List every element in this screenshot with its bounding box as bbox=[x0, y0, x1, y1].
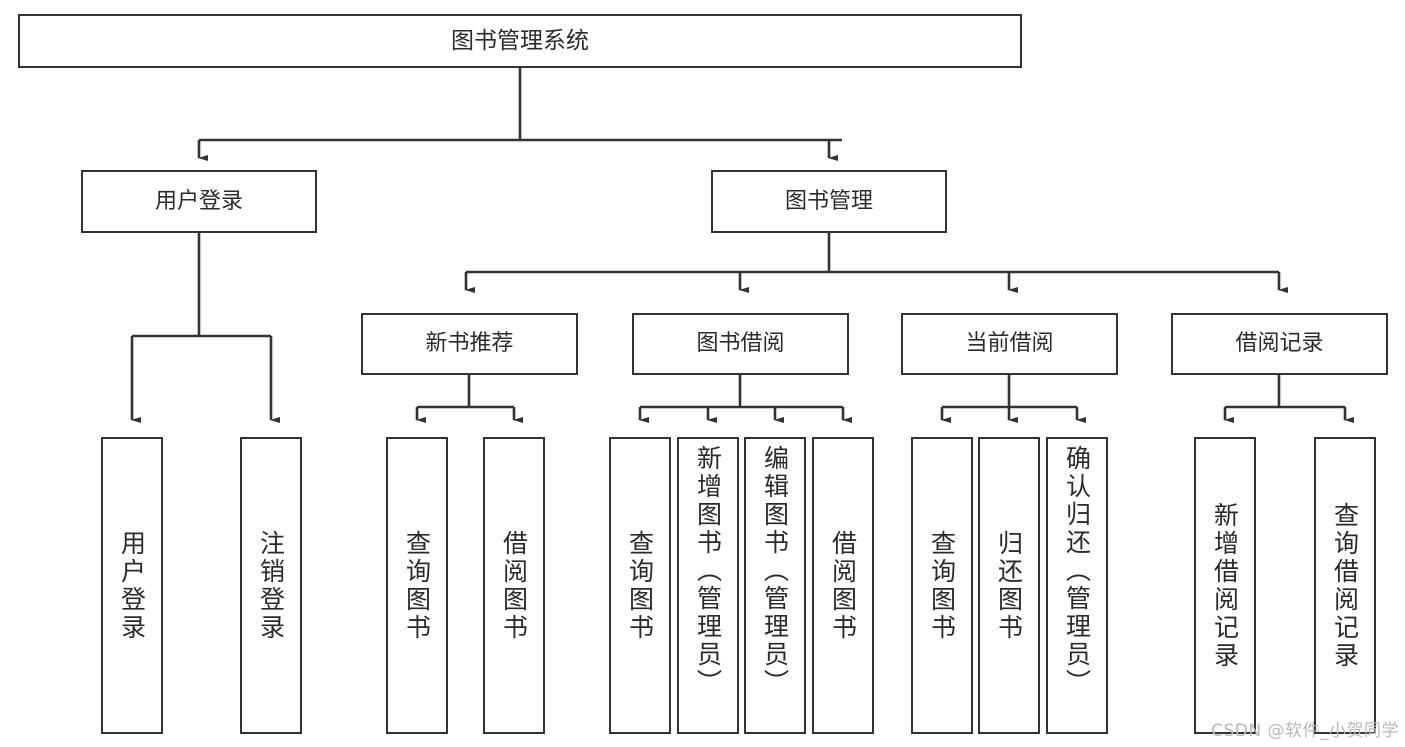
node-leaf-confirm-return-admin[interactable]: 确认归还（管理员） bbox=[1046, 437, 1108, 734]
node-leaf-user-login-label: 用户登录 bbox=[117, 529, 147, 642]
node-borrow-record-label: 借阅记录 bbox=[1235, 331, 1324, 357]
node-leaf-user-logout[interactable]: 注销登录 bbox=[240, 437, 302, 734]
node-user-login-label: 用户登录 bbox=[154, 188, 243, 214]
node-root[interactable]: 图书管理系统 bbox=[18, 14, 1022, 68]
node-leaf-edit-book-admin[interactable]: 编辑图书（管理员） bbox=[744, 437, 806, 734]
node-leaf-query-book-3-label: 查询图书 bbox=[927, 529, 957, 642]
node-user-login[interactable]: 用户登录 bbox=[81, 170, 317, 233]
node-leaf-confirm-return-admin-label: 确认归还（管理员） bbox=[1062, 445, 1092, 697]
node-leaf-edit-book-admin-label: 编辑图书（管理员） bbox=[760, 445, 790, 697]
node-leaf-add-borrow-record[interactable]: 新增借阅记录 bbox=[1194, 437, 1256, 734]
node-borrow-record[interactable]: 借阅记录 bbox=[1171, 313, 1388, 375]
node-current-borrow[interactable]: 当前借阅 bbox=[901, 313, 1118, 375]
node-leaf-return-book[interactable]: 归还图书 bbox=[978, 437, 1040, 734]
node-leaf-user-login[interactable]: 用户登录 bbox=[101, 437, 163, 734]
node-leaf-borrow-book-1[interactable]: 借阅图书 bbox=[483, 437, 545, 734]
node-new-book-recommend-label: 新书推荐 bbox=[425, 331, 514, 357]
node-leaf-add-borrow-record-label: 新增借阅记录 bbox=[1210, 501, 1240, 670]
node-leaf-query-book-2-label: 查询图书 bbox=[625, 529, 655, 642]
node-leaf-user-logout-label: 注销登录 bbox=[256, 529, 286, 642]
node-leaf-return-book-label: 归还图书 bbox=[994, 529, 1024, 642]
node-current-borrow-label: 当前借阅 bbox=[965, 331, 1054, 357]
node-leaf-query-book-2[interactable]: 查询图书 bbox=[609, 437, 671, 734]
node-book-borrow-label: 图书借阅 bbox=[696, 331, 785, 357]
node-leaf-query-borrow-record-label: 查询借阅记录 bbox=[1330, 501, 1360, 670]
node-leaf-add-book-admin[interactable]: 新增图书（管理员） bbox=[677, 437, 739, 734]
node-leaf-add-book-admin-label: 新增图书（管理员） bbox=[693, 445, 723, 697]
csdn-watermark: CSDN @软件_小贺同学 bbox=[1211, 721, 1399, 741]
node-leaf-borrow-book-2[interactable]: 借阅图书 bbox=[812, 437, 874, 734]
node-book-manage-label: 图书管理 bbox=[784, 188, 873, 214]
node-book-manage[interactable]: 图书管理 bbox=[711, 170, 947, 233]
node-leaf-query-book-1-label: 查询图书 bbox=[402, 529, 432, 642]
node-leaf-borrow-book-2-label: 借阅图书 bbox=[828, 529, 858, 642]
node-leaf-query-borrow-record[interactable]: 查询借阅记录 bbox=[1314, 437, 1376, 734]
node-leaf-borrow-book-1-label: 借阅图书 bbox=[499, 529, 529, 642]
node-leaf-query-book-3[interactable]: 查询图书 bbox=[911, 437, 973, 734]
node-root-label: 图书管理系统 bbox=[451, 27, 589, 54]
node-new-book-recommend[interactable]: 新书推荐 bbox=[361, 313, 578, 375]
node-book-borrow[interactable]: 图书借阅 bbox=[632, 313, 849, 375]
node-leaf-query-book-1[interactable]: 查询图书 bbox=[386, 437, 448, 734]
